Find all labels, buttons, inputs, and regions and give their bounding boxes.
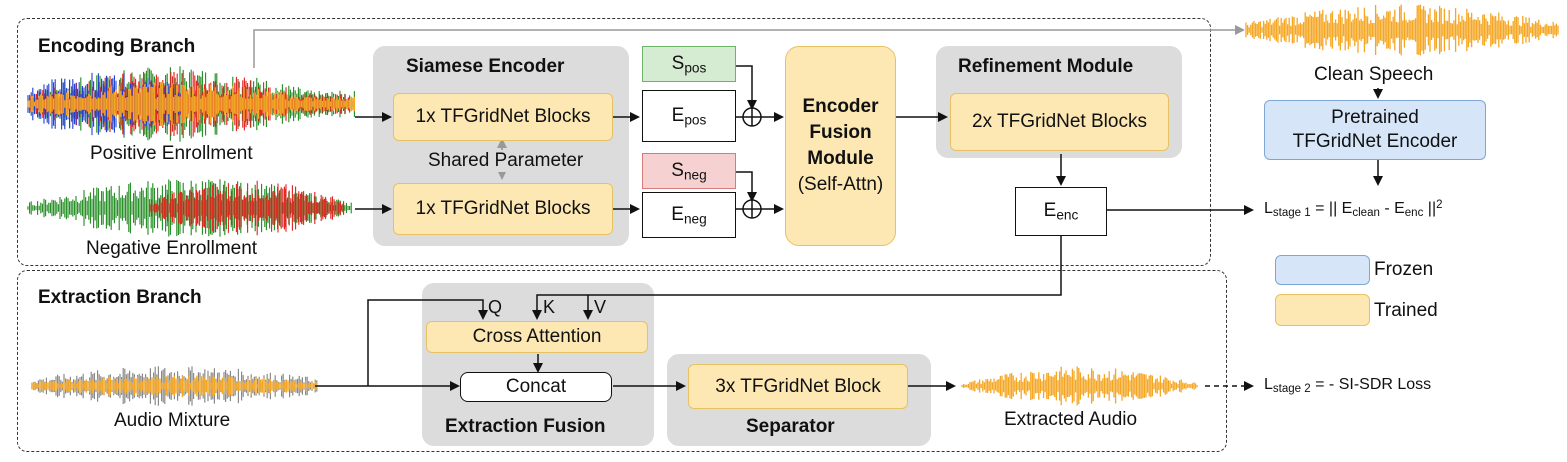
legend-trained-label: Trained — [1374, 300, 1438, 321]
siamese-block-bottom: 1x TFGridNet Blocks — [393, 183, 613, 235]
e-pos-label: Epos — [671, 104, 707, 128]
e-pos-box: Epos — [642, 90, 736, 142]
encoding-branch-container — [17, 18, 1211, 266]
encoder-fusion-module: Encoder Fusion Module (Self-Attn) — [785, 46, 896, 246]
encoding-branch-title: Encoding Branch — [38, 36, 196, 57]
concat-box: Concat — [460, 372, 612, 402]
siamese-block-top: 1x TFGridNet Blocks — [393, 93, 613, 141]
siamese-block-top-label: 1x TFGridNet Blocks — [415, 106, 591, 127]
extracted-audio-wave — [961, 366, 1198, 406]
pretrained-encoder-box: Pretrained TFGridNet Encoder — [1264, 100, 1486, 160]
fusion-line2: Fusion — [809, 122, 872, 143]
separator-block-label: 3x TFGridNet Block — [715, 375, 881, 397]
s-pos-label: Spos — [671, 52, 707, 76]
legend-frozen-label: Frozen — [1374, 259, 1434, 280]
siamese-block-bottom-label: 1x TFGridNet Blocks — [415, 198, 591, 219]
s-neg-box: Sneg — [642, 153, 736, 189]
separator-title: Separator — [746, 416, 835, 437]
legend-frozen-swatch — [1275, 255, 1370, 285]
clean-speech-wave — [1245, 4, 1559, 56]
fusion-line4: (Self-Attn) — [797, 174, 884, 195]
e-enc-box: Eenc — [1015, 187, 1107, 236]
negative-enrollment-label: Negative Enrollment — [86, 238, 258, 259]
pretrained-line1: Pretrained — [1331, 107, 1419, 128]
e-neg-label: Eneg — [671, 203, 707, 227]
e-enc-label: Eenc — [1043, 200, 1079, 223]
e-neg-box: Eneg — [642, 192, 736, 238]
loss-stage2: Lstage 2 = - SI-SDR Loss — [1264, 376, 1432, 395]
fusion-line1: Encoder — [802, 96, 879, 117]
audio-mixture-label: Audio Mixture — [114, 410, 231, 431]
cross-attention-label: Cross Attention — [472, 326, 602, 347]
clean-speech-label: Clean Speech — [1314, 64, 1434, 85]
k-label: K — [543, 297, 556, 317]
shared-parameter-label: Shared Parameter — [428, 150, 584, 172]
extraction-fusion-title: Extraction Fusion — [445, 416, 606, 437]
positive-enrollment-label: Positive Enrollment — [90, 143, 253, 164]
fusion-line3: Module — [807, 148, 874, 169]
separator-block: 3x TFGridNet Block — [688, 364, 908, 409]
cross-attention-box: Cross Attention — [426, 321, 648, 353]
extracted-audio-label: Extracted Audio — [1004, 409, 1138, 430]
extraction-branch-title: Extraction Branch — [38, 287, 202, 308]
refinement-block: 2x TFGridNet Blocks — [950, 93, 1169, 151]
s-neg-label: Sneg — [671, 159, 707, 183]
siamese-encoder-title: Siamese Encoder — [406, 56, 565, 77]
refinement-module-title: Refinement Module — [958, 56, 1134, 77]
connectors — [315, 65, 1383, 391]
waveforms — [27, 4, 1559, 406]
extraction-branch-container — [17, 270, 1227, 452]
positive-enrollment-wave-orange — [27, 82, 356, 126]
v-label: V — [594, 297, 607, 317]
q-label: Q — [488, 297, 503, 317]
loss-stage1: Lstage 1 = || Eclean - Eenc ||2 — [1264, 199, 1443, 220]
audio-mixture-wave-orange — [31, 375, 318, 397]
negative-enrollment-wave-red — [149, 180, 345, 236]
s-pos-box: Spos — [642, 46, 736, 82]
concat-label: Concat — [505, 376, 567, 397]
legend-trained-swatch — [1275, 294, 1370, 326]
pretrained-line2: TFGridNet Encoder — [1292, 131, 1458, 152]
refinement-block-label: 2x TFGridNet Blocks — [972, 111, 1147, 132]
